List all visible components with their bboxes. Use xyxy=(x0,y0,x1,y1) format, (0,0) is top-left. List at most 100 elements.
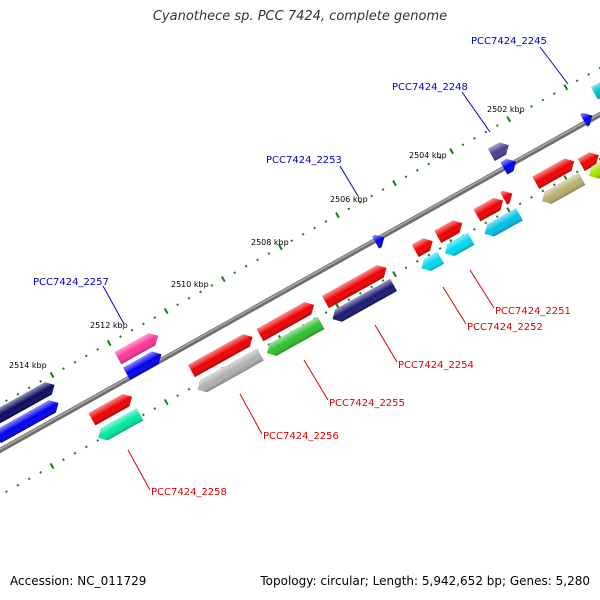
minor-tick xyxy=(518,202,522,206)
gene-2254b[interactable] xyxy=(329,278,397,325)
minor-tick xyxy=(267,252,271,255)
gene-2254a[interactable] xyxy=(322,262,390,309)
minor-tick xyxy=(290,239,294,243)
minor-tick xyxy=(233,271,237,275)
gene-arrow-shade xyxy=(577,152,599,171)
gene-2246[interactable] xyxy=(580,109,596,127)
gene-2250a[interactable] xyxy=(532,155,577,189)
minor-tick xyxy=(461,143,465,147)
gene-arrow-shade xyxy=(98,408,144,441)
minor-tick xyxy=(73,360,77,364)
gene-arrow-shade xyxy=(473,197,504,222)
gene-label-2245[interactable]: PCC7424_2245 xyxy=(471,36,547,47)
minor-tick xyxy=(84,354,88,358)
minor-tick xyxy=(27,386,31,390)
gene-label-2258[interactable]: PCC7424_2258 xyxy=(151,487,227,498)
gene-arrow-shade xyxy=(123,351,162,380)
gene-label-2256[interactable]: PCC7424_2256 xyxy=(263,431,339,442)
minor-tick xyxy=(575,79,579,83)
gene-2250e[interactable] xyxy=(473,195,506,222)
gene-arrow-shade xyxy=(197,348,264,393)
gene-2250b[interactable] xyxy=(577,149,600,171)
gene-2248[interactable] xyxy=(487,139,512,161)
gene-arrow-shade xyxy=(411,238,433,257)
major-tick xyxy=(563,84,569,91)
gene-2245[interactable] xyxy=(590,77,600,100)
gene-arrow-shade xyxy=(500,190,513,205)
gene-2256b[interactable] xyxy=(194,348,264,395)
gene-arrow-shade xyxy=(434,220,463,243)
gene-2258a[interactable] xyxy=(88,391,136,426)
gene-label-2257[interactable]: PCC7424_2257 xyxy=(33,277,109,288)
gene-label-2248[interactable]: PCC7424_2248 xyxy=(392,82,468,93)
gene-2258b[interactable] xyxy=(95,408,144,444)
minor-tick xyxy=(541,98,545,102)
gene-arrow-shade xyxy=(541,172,586,204)
major-tick xyxy=(392,180,397,187)
gene-2250f[interactable] xyxy=(500,187,516,205)
gene-arrow-shade xyxy=(421,251,445,272)
gene-2250d[interactable] xyxy=(586,161,600,182)
gene-label-2253[interactable]: PCC7424_2253 xyxy=(266,155,342,166)
gene-2255a[interactable] xyxy=(256,299,318,342)
gene-arrow-shade xyxy=(444,232,475,257)
gene-2252d[interactable] xyxy=(418,251,445,275)
gene-arrow-shade xyxy=(590,79,600,100)
minor-tick xyxy=(5,490,8,493)
gene-label-2251[interactable]: PCC7424_2251 xyxy=(495,306,571,317)
gene-label-2254[interactable]: PCC7424_2254 xyxy=(398,360,474,371)
kbp-label-2508: 2508 kbp xyxy=(251,238,289,247)
gene-2250c[interactable] xyxy=(539,172,586,208)
gene-2249[interactable] xyxy=(500,155,519,175)
major-tick xyxy=(163,398,169,406)
gene-2255b[interactable] xyxy=(264,316,325,359)
gene-2259b[interactable] xyxy=(0,397,62,444)
gene-label-2252[interactable]: PCC7424_2252 xyxy=(467,322,543,333)
gene-2253[interactable] xyxy=(372,231,388,249)
gene-arrow-shade xyxy=(532,158,575,189)
minor-tick xyxy=(16,392,20,396)
minor-tick xyxy=(530,105,533,108)
minor-tick xyxy=(96,348,100,351)
gene-2252b[interactable] xyxy=(411,235,436,257)
minor-tick xyxy=(142,413,145,417)
gene-arrow-shade xyxy=(188,334,253,378)
minor-tick xyxy=(347,207,351,211)
minor-tick xyxy=(473,136,476,140)
gene-2252a[interactable] xyxy=(434,217,465,243)
gene-2252c[interactable] xyxy=(441,232,475,260)
major-tick xyxy=(163,307,169,315)
gene-2259a[interactable] xyxy=(0,379,58,426)
minor-tick xyxy=(358,291,362,295)
minor-tick xyxy=(187,387,191,391)
gene-2257b[interactable] xyxy=(123,348,165,380)
gene-2256a[interactable] xyxy=(188,331,256,378)
gene-2251[interactable] xyxy=(481,208,523,240)
minor-tick xyxy=(598,157,600,161)
gene-2257a[interactable] xyxy=(114,330,162,365)
minor-tick xyxy=(96,439,100,442)
label-leaders xyxy=(102,46,569,491)
minor-tick xyxy=(119,335,122,339)
minor-tick xyxy=(347,298,351,302)
minor-tick xyxy=(541,189,545,193)
minor-tick xyxy=(176,394,180,398)
minor-tick xyxy=(370,285,374,289)
major-tick xyxy=(506,116,512,123)
gene-arrow-shade xyxy=(266,316,325,356)
minor-tick xyxy=(62,458,65,461)
minor-tick xyxy=(62,367,65,370)
gene-arrow-shade xyxy=(589,161,600,179)
gene-arrow-shade xyxy=(372,234,385,249)
major-tick xyxy=(278,243,283,251)
minor-tick xyxy=(438,156,442,159)
gene-arrow-shade xyxy=(580,112,593,127)
minor-tick xyxy=(427,162,431,166)
minor-tick xyxy=(587,73,590,76)
minor-tick xyxy=(176,303,180,307)
major-tick xyxy=(49,371,55,379)
minor-tick xyxy=(484,221,488,225)
gene-label-2255[interactable]: PCC7424_2255 xyxy=(329,398,405,409)
major-tick xyxy=(106,339,112,347)
major-tick xyxy=(335,212,340,219)
